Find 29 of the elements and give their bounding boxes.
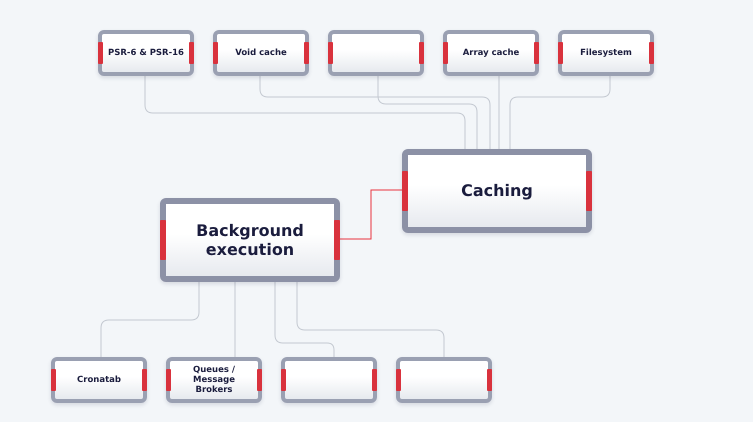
connector-line bbox=[100, 282, 200, 358]
item-label: PSR-6 & PSR-16 bbox=[107, 48, 185, 58]
category-label: Background execution bbox=[195, 220, 305, 260]
connector-line bbox=[274, 282, 334, 358]
category-label: Caching bbox=[460, 181, 534, 201]
item-box bbox=[328, 30, 424, 76]
category-box bbox=[402, 149, 592, 233]
connector-line bbox=[510, 76, 610, 150]
connector-line bbox=[340, 190, 402, 240]
item-label: Cronatab bbox=[76, 374, 122, 386]
connector-line bbox=[378, 76, 478, 150]
connector-line bbox=[260, 76, 490, 150]
category-box bbox=[160, 198, 340, 282]
item-box bbox=[443, 30, 539, 76]
item-box bbox=[98, 30, 194, 76]
item-box bbox=[166, 357, 262, 403]
connector-line bbox=[498, 76, 500, 150]
item-box bbox=[396, 357, 492, 403]
item-label: Queues / Message Brokers bbox=[192, 364, 236, 396]
connector-line bbox=[296, 282, 444, 358]
connector-line bbox=[234, 282, 236, 358]
item-box bbox=[281, 357, 377, 403]
item-label: Array cache bbox=[462, 48, 520, 58]
connector-line bbox=[144, 76, 466, 150]
item-box bbox=[213, 30, 309, 76]
item-label: Void cache bbox=[234, 48, 288, 58]
item-box bbox=[51, 357, 147, 403]
item-box bbox=[558, 30, 654, 76]
item-label: Filesystem bbox=[579, 48, 633, 58]
